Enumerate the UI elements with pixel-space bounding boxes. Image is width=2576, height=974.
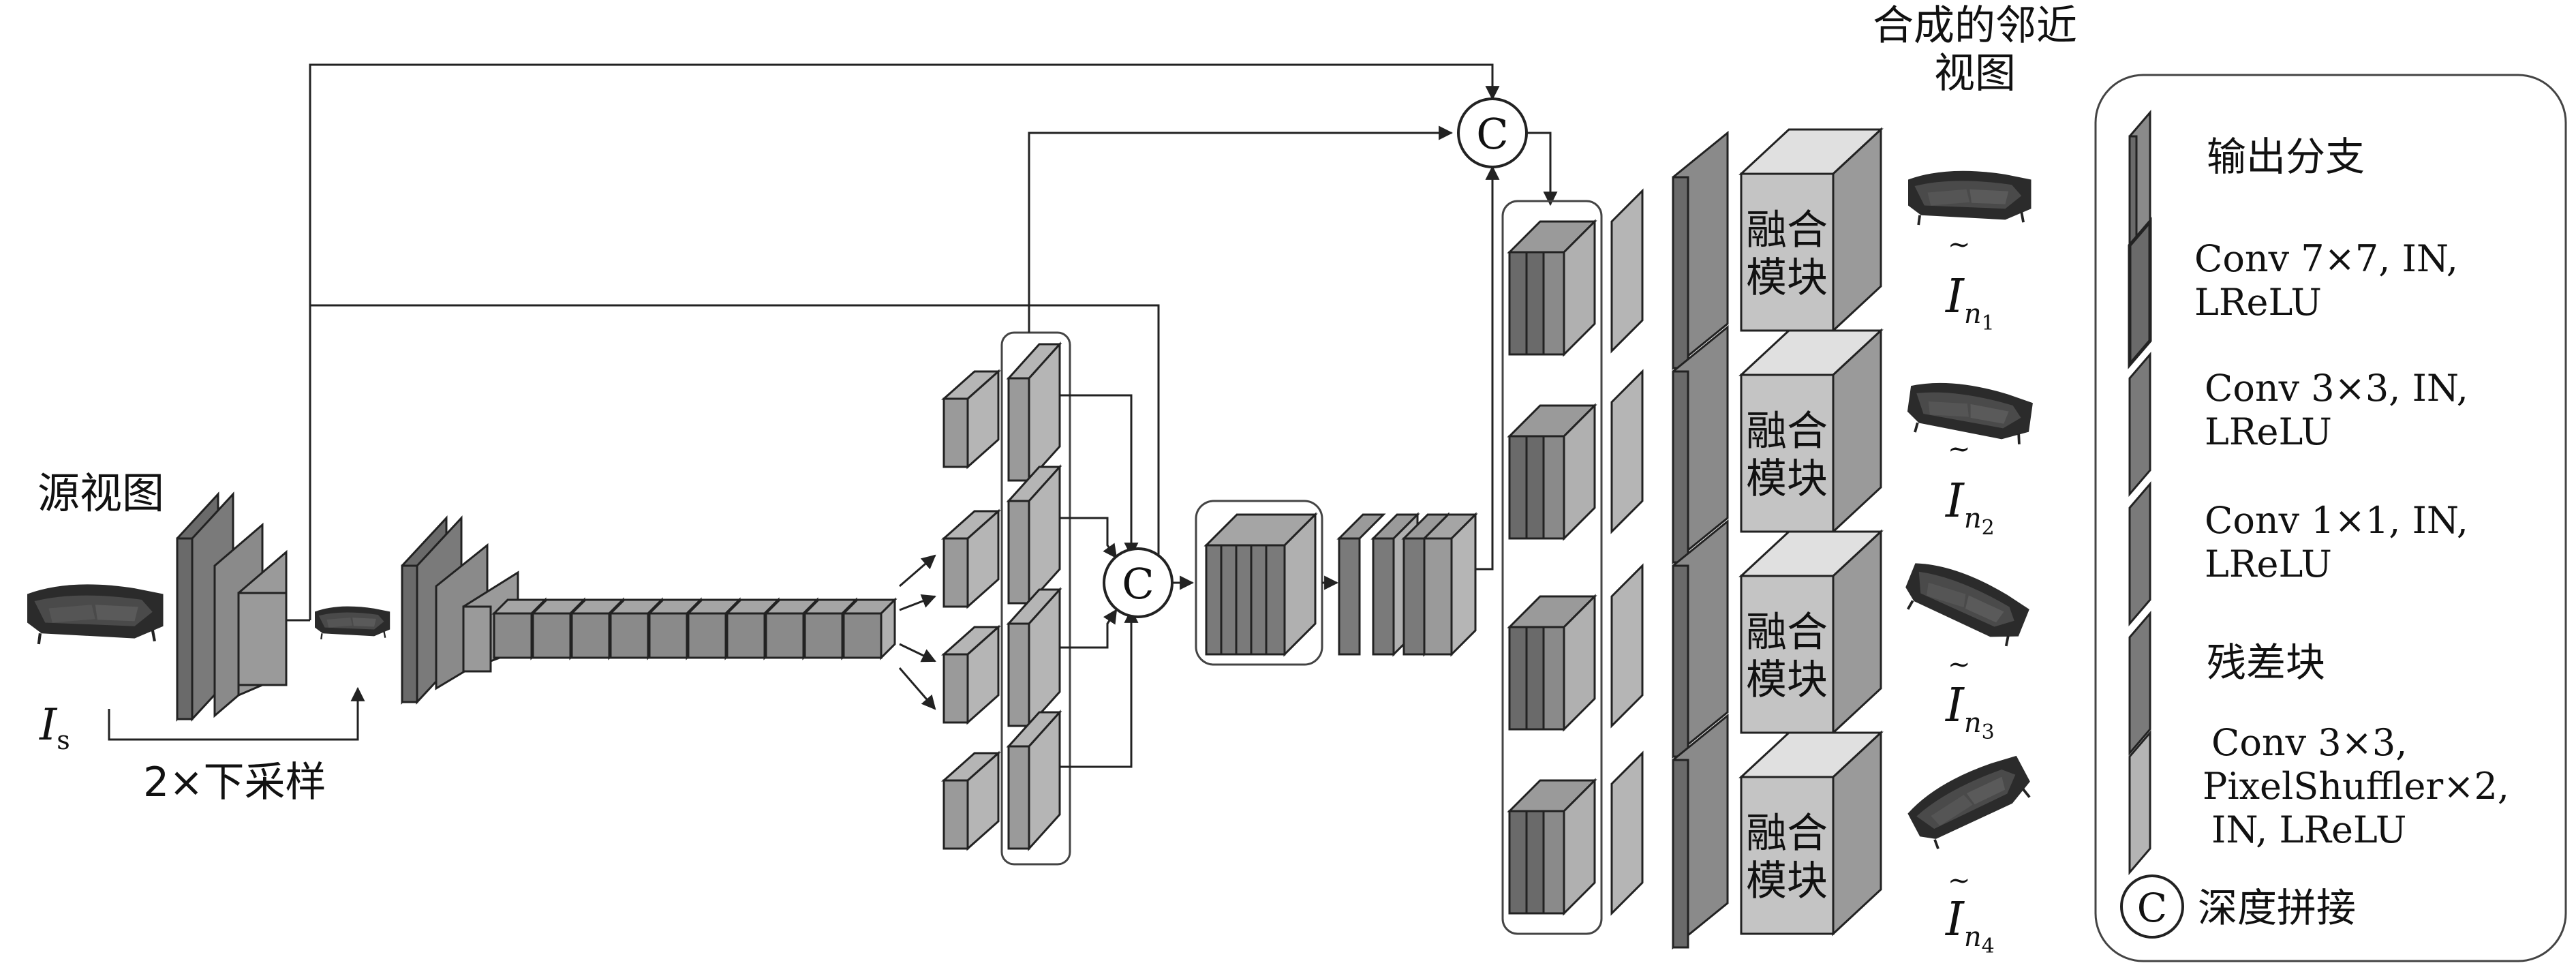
branch-group-box xyxy=(1000,331,1071,866)
concat-node-middle: C xyxy=(1103,547,1174,618)
residual-block xyxy=(841,597,898,660)
svg-text:IN, LReLU: IN, LReLU xyxy=(2211,808,2406,851)
legend-box xyxy=(2094,74,2567,962)
output-sofa-image xyxy=(1897,553,2034,653)
legend-conv7: Conv 7×7, IN, LReLU xyxy=(2128,217,2458,369)
synthesized-views-caption-2: 视图 xyxy=(1934,50,2016,97)
svg-text:LReLU: LReLU xyxy=(2205,410,2332,453)
svg-text:Conv 3×3,: Conv 3×3, xyxy=(2211,721,2407,764)
svg-text:模块: 模块 xyxy=(1746,857,1828,905)
svg-text:Conv 3×3, IN,: Conv 3×3, IN, xyxy=(2205,367,2468,410)
branch-tall-layers xyxy=(1006,341,1062,851)
branch-to-concat-lines xyxy=(1060,394,1139,768)
legend-resblock: 残差块 xyxy=(2128,610,2325,757)
decoder-stack xyxy=(1507,594,1597,732)
fusion-block: 融合 模块 xyxy=(1738,529,1884,735)
concat-node-top: C xyxy=(1457,97,1528,168)
output-branch-layers xyxy=(1672,130,1729,950)
svg-text:Conv 7×7, IN,: Conv 7×7, IN, xyxy=(2194,237,2458,280)
svg-text:~: ~ xyxy=(1948,649,1971,680)
legend-conv1: Conv 1×1, IN, LReLU xyxy=(2128,481,2468,627)
output-sofa-image xyxy=(1907,169,2033,226)
decoder-dark-stacks xyxy=(1507,219,1597,916)
merged-conv-stack xyxy=(1203,512,1318,657)
svg-text:LReLU: LReLU xyxy=(2194,281,2322,324)
svg-text:C: C xyxy=(2137,885,2167,931)
branch-to-top-concat xyxy=(1028,125,1454,333)
downsample-arrow xyxy=(108,686,365,741)
synthesized-views-caption: 合成的邻近 xyxy=(1873,2,2077,50)
downsample-label: 2×下采样 xyxy=(143,759,326,806)
source-sofa-image xyxy=(27,584,163,644)
fusion-block: 融合 模块 xyxy=(1738,328,1884,534)
svg-text:LReLU: LReLU xyxy=(2205,543,2332,585)
legend-pixelshuffle: Conv 3×3, PixelShuffler×2, IN, LReLU xyxy=(2128,721,2509,876)
svg-text:~: ~ xyxy=(1948,229,1971,260)
svg-text:In3: In3 xyxy=(1944,679,1995,744)
svg-text:In2: In2 xyxy=(1944,474,1995,540)
svg-text:输出分支: 输出分支 xyxy=(2207,134,2365,180)
legend-output-branch: 输出分支 xyxy=(2128,109,2365,262)
legend-concat: C 深度拼接 xyxy=(2120,874,2356,939)
svg-text:Conv 1×1, IN,: Conv 1×1, IN, xyxy=(2205,499,2468,542)
output-label: ~ In1 xyxy=(1944,229,1995,335)
upsample-stack xyxy=(1336,512,1478,657)
svg-text:模块: 模块 xyxy=(1746,254,1828,302)
svg-text:融合: 融合 xyxy=(1746,207,1828,254)
svg-text:模块: 模块 xyxy=(1746,656,1828,704)
decoder-stack xyxy=(1507,403,1597,541)
svg-text:C: C xyxy=(1476,109,1508,159)
svg-text:~: ~ xyxy=(1948,865,1971,896)
svg-text:In4: In4 xyxy=(1944,893,1995,958)
svg-text:融合: 融合 xyxy=(1746,810,1828,857)
residual-block-chain xyxy=(491,597,898,660)
svg-text:融合: 融合 xyxy=(1746,408,1828,455)
skip-connection-mid xyxy=(310,304,1166,575)
output-label: ~ In3 xyxy=(1944,649,1995,744)
downsampled-sofa-image xyxy=(313,605,391,641)
upsample-to-top-concat xyxy=(1475,165,1500,570)
top-concat-to-decoder xyxy=(1527,132,1558,207)
svg-text:PixelShuffler×2,: PixelShuffler×2, xyxy=(2203,765,2509,808)
svg-text:C: C xyxy=(1122,559,1154,609)
svg-text:深度拼接: 深度拼接 xyxy=(2198,885,2356,931)
output-sofa-image xyxy=(1902,746,2039,855)
svg-text:模块: 模块 xyxy=(1746,455,1828,503)
svg-text:残差块: 残差块 xyxy=(2207,639,2325,686)
encoder-conv-stack xyxy=(401,515,519,705)
fusion-block: 融合 模块 xyxy=(1738,127,1884,333)
svg-text:融合: 融合 xyxy=(1746,609,1828,656)
decoder-group-box xyxy=(1501,200,1603,935)
branch-small-layers xyxy=(941,369,1001,851)
decoder-light-layers xyxy=(1610,188,1644,916)
output-label: ~ In2 xyxy=(1944,433,1995,540)
decoder-stack xyxy=(1507,219,1597,357)
source-view-label: 源视图 xyxy=(37,468,164,518)
output-label: ~ In4 xyxy=(1944,865,1995,958)
decoder-stack xyxy=(1507,778,1597,916)
svg-text:In1: In1 xyxy=(1944,270,1995,335)
source-image-symbol: Is xyxy=(39,700,70,755)
fusion-block: 融合 模块 xyxy=(1738,730,1884,937)
skip-connection-top xyxy=(309,63,1500,620)
svg-text:~: ~ xyxy=(1948,433,1971,465)
fanout-arrows xyxy=(898,554,936,710)
legend-conv3: Conv 3×3, IN, LReLU xyxy=(2128,351,2468,498)
input-conv-stack xyxy=(176,491,288,722)
